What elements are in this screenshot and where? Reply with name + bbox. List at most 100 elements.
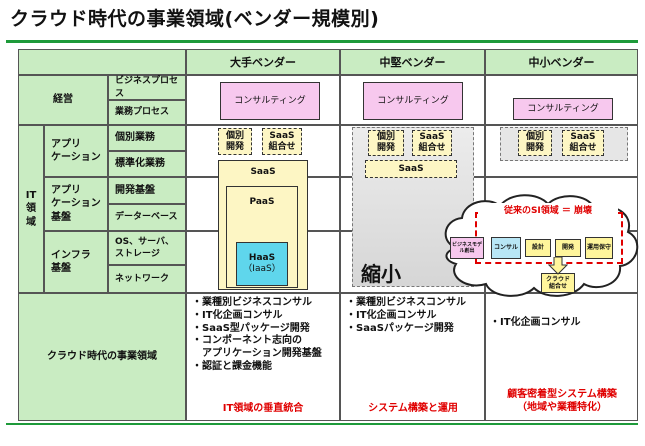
grid-cell: [340, 293, 485, 421]
row-label-it-domain: IT 領 域: [18, 125, 44, 293]
row-label-application-base: アプリ ケーション 基盤: [44, 177, 108, 231]
sub-label-dev-base-text: 開発基盤: [115, 184, 155, 196]
small-summary-line2: （地域や業種特化）: [517, 402, 607, 413]
sub-label-business-process-text: ビジネスプロセス: [115, 76, 179, 99]
sub-label-database: データーベース: [108, 204, 186, 231]
column-header-small: 中小ベンダー: [485, 49, 638, 75]
column-header-large: 大手ベンダー: [186, 49, 340, 75]
application-base-line1: アプリ: [51, 184, 81, 196]
small-saas-combo-line1: SaaS: [570, 132, 596, 143]
sub-label-database-text: データーベース: [115, 212, 178, 223]
mid-bullet-item: ・SaaSパッケージ開発: [346, 322, 454, 334]
mid-summary: システム構築と運用: [368, 403, 458, 414]
cloud-combo-line2: 組合せ: [548, 283, 567, 290]
sub-label-os-server: OS、サーバ、 ストレージ: [108, 231, 186, 265]
os-server-line2: ストレージ: [115, 249, 160, 259]
large-paas-label: PaaS: [249, 197, 275, 207]
large-summary: IT領域の垂直統合: [222, 403, 304, 414]
cloud-combo-line1: クラウド: [545, 275, 570, 283]
mid-saas-combo-line1: SaaS: [419, 132, 445, 143]
cloud-combo-box: クラウド組合せ: [541, 273, 575, 293]
large-bullet-item: ・認証と課金機能: [192, 360, 272, 372]
large-bullet-list: ・業種別ビジネスコンサル ・IT化企画コンサル ・SaaS型パッケージ開発 ・コ…: [192, 297, 338, 374]
application-base-line3: 基盤: [51, 211, 71, 223]
page-title: クラウド時代の事業領域(ベンダー規模別): [10, 8, 380, 30]
mid-kobetsu-box: 個別開発: [368, 130, 404, 156]
grid-cell: [186, 293, 340, 421]
cloud-step-box: 開発: [555, 239, 581, 257]
large-haas-box: HaaS（IaaS）: [236, 242, 288, 286]
sub-label-network-text: ネットワーク: [115, 273, 170, 284]
application-base-line2: ケーション: [51, 198, 101, 210]
row-label-infra-base: インフラ 基盤: [44, 231, 108, 293]
sub-label-network: ネットワーク: [108, 265, 186, 293]
small-bullet-item: ・IT化企画コンサル: [490, 317, 581, 328]
small-bullet-list: ・IT化企画コンサル: [490, 317, 636, 330]
application-line2: ケーション: [51, 152, 101, 163]
sub-label-individual-work-text: 個別業務: [115, 132, 155, 144]
cloud-step-box: ビジネスモデル創出: [450, 237, 484, 259]
large-bullet-item: ・業種別ビジネスコンサル: [192, 297, 312, 308]
large-kobetsu-line2: 開発: [225, 141, 244, 152]
os-server-line1: OS、サーバ、: [115, 236, 175, 247]
large-haas-line1: HaaS: [248, 253, 276, 264]
row-label-cloud-business-text: クラウド時代の事業領域: [47, 351, 157, 363]
large-saas-label: SaaS: [250, 167, 276, 177]
grid-cell: [485, 293, 638, 421]
large-bullet-item: ・コンポーネント志向の: [192, 335, 302, 347]
mid-bullet-item: ・IT化企画コンサル: [346, 309, 437, 321]
sub-label-dev-base: 開発基盤: [108, 177, 186, 204]
it-domain-line1: IT: [25, 189, 37, 201]
sub-label-work-process-text: 業務プロセス: [115, 107, 170, 118]
it-domain-line3: 域: [25, 216, 36, 228]
cloud-step-box: コンサル: [491, 237, 521, 259]
small-kobetsu-line2: 開発: [525, 143, 544, 153]
mid-kobetsu-line2: 開発: [376, 143, 395, 153]
row-label-keiei: 経営: [18, 75, 108, 125]
large-saas-combo-line2: 組合せ: [268, 141, 296, 152]
mid-shrink-label: 縮小: [361, 262, 401, 286]
cloud-step-box: 運用保守: [585, 237, 613, 259]
mid-saas-box: SaaS: [365, 160, 457, 178]
infra-base-line1: インフラ: [51, 249, 91, 261]
mid-kobetsu-line1: 個別: [376, 132, 395, 143]
row-label-cloud-business: クラウド時代の事業領域: [18, 293, 186, 421]
sub-label-individual-work: 個別業務: [108, 125, 186, 151]
column-header-mid: 中堅ベンダー: [340, 49, 485, 75]
cloud-heading: 従来のSI領域 ＝ 崩壊: [478, 203, 618, 216]
title-underline: [6, 40, 638, 43]
sub-label-work-process: 業務プロセス: [108, 100, 186, 125]
small-kobetsu-line1: 個別: [525, 132, 544, 143]
it-domain-line2: 領: [25, 203, 36, 215]
sub-label-standard-work: 標準化業務: [108, 151, 186, 177]
mid-bullet-list: ・業種別ビジネスコンサル ・IT化企画コンサル ・SaaSパッケージ開発: [346, 297, 484, 335]
arrow-down-icon: [548, 257, 568, 275]
mid-saas-combo-line2: 組合せ: [418, 143, 446, 153]
large-saas-combo-line1: SaaS: [269, 130, 295, 141]
bottom-rule: [6, 423, 638, 425]
application-line1: アプリ: [51, 138, 81, 150]
sub-label-business-process: ビジネスプロセス: [108, 75, 186, 100]
sub-label-standard-work-text: 標準化業務: [115, 158, 165, 170]
row-label-application: アプリ ケーション: [44, 125, 108, 177]
large-haas-line2: （IaaS）: [243, 264, 281, 274]
cloud-step-box: 設計: [525, 239, 551, 257]
small-summary-line1: 顧客密着型システム構築: [507, 389, 617, 400]
small-saas-combo-line2: 組合せ: [569, 143, 597, 153]
large-bullet-item: ・SaaS型パッケージ開発: [192, 322, 310, 334]
large-kobetsu-line1: 個別: [225, 130, 244, 141]
large-bullet-item: ・IT化企画コンサル: [192, 309, 283, 321]
mid-bullet-item: ・業種別ビジネスコンサル: [346, 297, 466, 308]
large-bullet-item: アプリケーション開発基盤: [192, 348, 322, 360]
mid-consulting-box: コンサルティング: [363, 82, 463, 120]
small-kobetsu-box: 個別開発: [518, 130, 552, 156]
small-consulting-box: コンサルティング: [513, 98, 613, 120]
small-summary: 顧客密着型システム構築 （地域や業種特化）: [487, 388, 637, 414]
row-label-keiei-text: 経営: [53, 94, 73, 106]
large-consulting-box: コンサルティング: [220, 82, 320, 120]
infra-base-line2: 基盤: [51, 263, 71, 274]
corner-header-cell: [18, 49, 186, 75]
